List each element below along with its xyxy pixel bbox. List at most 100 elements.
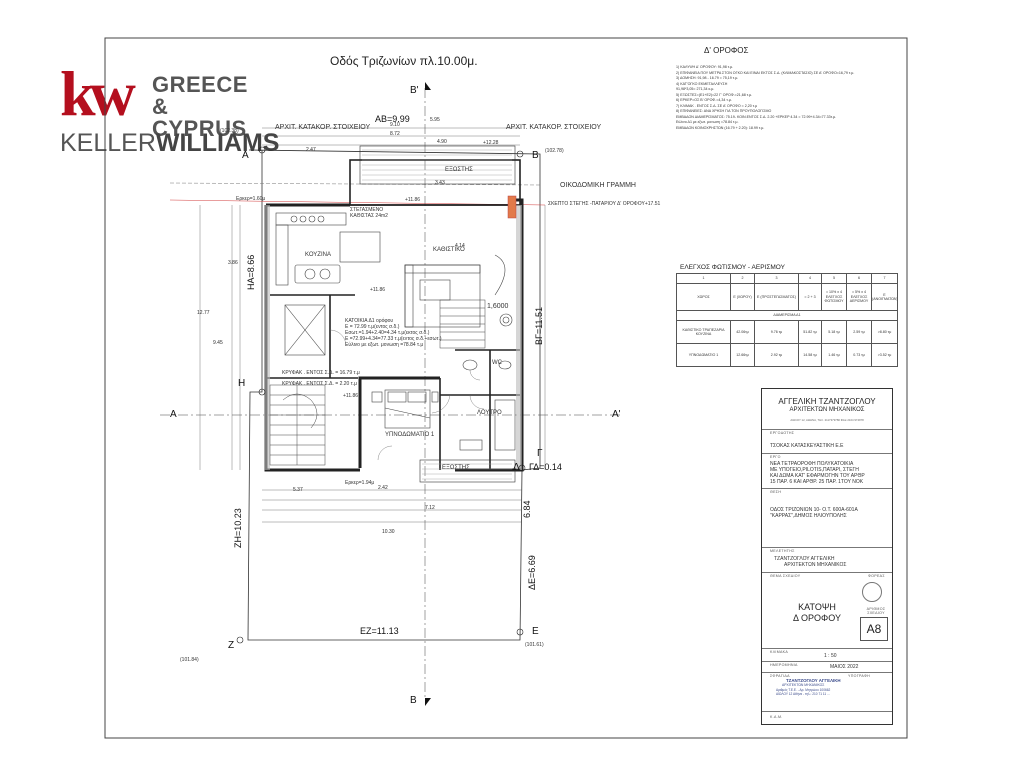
label-phase: ΦΟΡΕΑΣ (868, 574, 885, 578)
elevation-level-3: +12.28 (483, 140, 499, 146)
erker-top: Ερκερ=1.60μ (236, 196, 266, 202)
point-g: Γ (537, 448, 543, 459)
floor-notes: Δ' ΟΡΟΦΟΣ 1) ΚΑΛΥΨΗ Δ' ΟΡΟΦΟΥ: 91,98 τ.μ… (676, 46, 896, 131)
project-line-2: ΜΕ ΥΠΟΓΕΙΟ,PILOTIS,ΠΑΤΑΡΙ, ΣΤΕΓΗ (770, 467, 859, 473)
label-project: ΕΡΓΟ (770, 455, 781, 459)
apartment-note: ΚΑΤΟΙΚΙΑ Δ1 ορόφου Ε = 72.99 τ.μ(εντος σ… (345, 318, 442, 348)
dimension-lines (199, 127, 546, 523)
dim-2-47: 2.47 (306, 147, 316, 153)
red-guideline (169, 199, 546, 206)
room-wc: WC (492, 360, 502, 366)
note-line: 91,98*3,05= 271,34 κ.μ. (676, 87, 715, 91)
table-cell: >3.52 τμ (871, 343, 898, 367)
table-cell: = 10% x 4 ΕΛΕΓΧΟΣ ΦΩΤΙΣΜΟΥ (821, 283, 847, 311)
elevation-mark: 1,6000 (487, 303, 509, 310)
drawing-number: Α8 (860, 617, 888, 641)
building-line-label: ΟΙΚΟΔΟΜΙΚΗ ΓΡΑΜΜΗ (560, 182, 636, 189)
table-cell: 3 (754, 273, 799, 284)
section-a-left-label: Α (170, 409, 177, 420)
elevation-level-2: +11.86 (370, 287, 386, 293)
room-bedroom: ΥΠΝΟΔΩΜΑΤΙΟ 1 (385, 432, 435, 438)
balcony-top-label: ΕΞΩΣΤΗΣ (445, 167, 473, 173)
side-ha: ΗΑ=8.66 (246, 254, 256, 290)
table-cell: >8.80 τμ (871, 320, 898, 344)
side-ez: ΕΖ=11.13 (360, 626, 399, 636)
date: ΜΑΙΟΣ 2022 (830, 664, 859, 670)
side-de-2: 6.84 (522, 500, 532, 518)
door-swings (329, 329, 485, 461)
note-line: 1) ΚΑΛΥΨΗ Δ' ΟΡΟΦΟΥ: 91,98 τ.μ. (676, 65, 734, 69)
engineer-stamp: ΤΖΑΝΤΖΟΓΛΟΥ ΑΓΓΕΛΙΚΗ ΑΡΧΙΤΕΚΤΩΝ ΜΗΧΑΝΙΚΟ… (776, 678, 841, 696)
dim-9-45: 9.45 (213, 340, 223, 346)
side-de: ΔΕ=6.69 (527, 555, 537, 590)
elevation-level-1: +11.86 (405, 197, 421, 203)
location-line-1: ΟΔΟΣ ΤΡΙΖΩΝΙΩΝ 10- Ο.Τ. 600Α-601Α (770, 507, 858, 513)
dim-5-95: 5.95 (430, 117, 440, 123)
table-cell: 7 (871, 273, 898, 284)
label-location: ΘΕΣΗ (770, 490, 782, 494)
point-a: Α (242, 150, 249, 161)
dim-8-72: 8.72 (390, 131, 400, 137)
table-cell: = 2 + 3 (798, 283, 822, 311)
table-cell: 4 (798, 273, 822, 284)
dim-4-90: 4.90 (437, 139, 447, 145)
table-cell: 12.66τμ (730, 343, 755, 367)
table-cell: Ε (ΠΡΟΣΤΕΓΑΣΜΑΤΟΣ) (754, 283, 799, 311)
table-cell: 2.59 τμ (846, 320, 872, 344)
note-line: Εύλινο Δ1 με εξωτ. μονωση =78.84 τ.μ. (676, 120, 739, 124)
label-study: ΜΕΛΕΤΗΤΗΣ (770, 549, 795, 553)
table-cell: 5 (821, 273, 847, 284)
balcony-top (359, 145, 517, 219)
side-zh: ΖΗ=10.23 (233, 508, 243, 548)
table-group-row: ΔΙΑΜΕΡΙΣΜΑ Δ1 (676, 310, 898, 321)
project-line-4: 15 ΠΑΡ. 6 ΚΑΙ ΑΡΘΡ. 25 ΠΑΡ. 1ΤΟΥ ΝΟΚ (770, 479, 864, 485)
owner: ΤΣΟΚΑΣ ΚΑΤΑΣΚΕΥΑΣΤΙΚΗ Ε.Ε (770, 443, 844, 449)
dim-5-37: 5.37 (293, 487, 303, 493)
sheet-border (104, 37, 908, 739)
arch-label-right: ΑΡΧΙΤ. ΚΑΤΑΚΟΡ. ΣΤΟΙΧΕΙΟΥ (506, 124, 602, 131)
label-number: ΑΡΙΘΜΟΣ ΣΧΕΔΙΟΥ (866, 607, 886, 615)
side-ab: ΑΒ=9.99 (375, 114, 410, 124)
drawing-title: ΚΑΤΟΨΗ Δ ΟΡΟΦΟΥ (793, 602, 841, 623)
table-cell: 42.06τμ (730, 320, 755, 344)
bedroom-furniture (371, 389, 439, 429)
project-line-1: ΝΕΑ ΤΕΤΡΑΟΡΟΦΗ ΠΟΛΥΚΑΤΟΙΚΙΑ (770, 461, 854, 467)
dim-12-77: 12.77 (197, 310, 210, 316)
kw-region: GREECE & CYPRUS (152, 72, 248, 141)
table-cell: ΧΩΡΟΣ (676, 283, 731, 311)
bathroom-fixtures (459, 359, 516, 451)
elevation-level-4: +11.86 (343, 393, 359, 399)
scale: 1 : 50 (824, 653, 837, 659)
study-line-1: ΤΖΑΝΤΖΟΓΛΟΥ ΑΓΓΕΛΙΚΗ (774, 556, 835, 562)
kw-monogram: kw (60, 58, 136, 129)
firm-name: ΑΓΓΕΛΙΚΗ ΤΖΑΝΤΖΟΓΛΟΥ (778, 397, 876, 406)
dim-4-14: 4.14 (455, 243, 465, 249)
table-cell: 2.92 τμ (754, 343, 799, 367)
note-line: 8) ΕΠΙΦΑΝΕΙΕΣ: ΑΝΑ ΧΡΗΣΗ ΓΙΑ ΤΟΝ ΠΡΟΥΠΟΛ… (676, 109, 772, 113)
table-cell: 6 (846, 273, 872, 284)
note-line: 3) ΔΟΜΗΣΗ: 91,98 - 16.79 = 75,19 τ.μ. (676, 76, 739, 80)
arch-label-left: ΑΡΧΙΤ. ΚΑΤΑΚΟΡ. ΣΤΟΙΧΕΙΟΥ (275, 124, 371, 131)
dim-3-86: 3.86 (228, 260, 238, 266)
level-z: (101.84) (180, 657, 199, 663)
side-bg: ΒΓ=11.51 (534, 306, 544, 345)
study-line-2: ΑΡΧΙΤΕΚΤΩΝ ΜΗΧΑΝΙΚΟΣ (784, 562, 847, 568)
street-title: Οδός Τριζωνίων πλ.10.00μ. (330, 54, 478, 68)
point-e: Ε (532, 626, 539, 637)
note-line: 2) ΕΠΙΦΑΝΕΙΑ ΠΟΥ ΜΕΤΡΑ ΣΤΟΝ ΟΓΚΟ ΚΑΙ ΕΙΝ… (676, 70, 855, 75)
kw-logo: kw GREECE & CYPRUS KELLERWILLIAMS (60, 58, 279, 162)
label-signature: ΥΠΟΓΡΑΦΗ (848, 674, 871, 678)
table-cell: 9.76 τμ (754, 320, 799, 344)
note-line: 6) ΕΡΚΕΡ=ΟΣ Β' ΟΡΟΦ.=4,34 τ.μ. (676, 98, 732, 102)
corner-markers (236, 146, 526, 644)
dim-2-42: 2.42 (378, 485, 388, 491)
table-cell: Ε (ΑΝΟΙΓΜΑΤΩΝ) (871, 283, 898, 311)
dim-3-43: 3.43 (435, 180, 445, 186)
table-cell: ΚΑΘΙΣΤΙΚΟ ΤΡΑΠΕΖΑΡΙΑ ΚΟΥΖΙΝΑ (676, 320, 731, 344)
